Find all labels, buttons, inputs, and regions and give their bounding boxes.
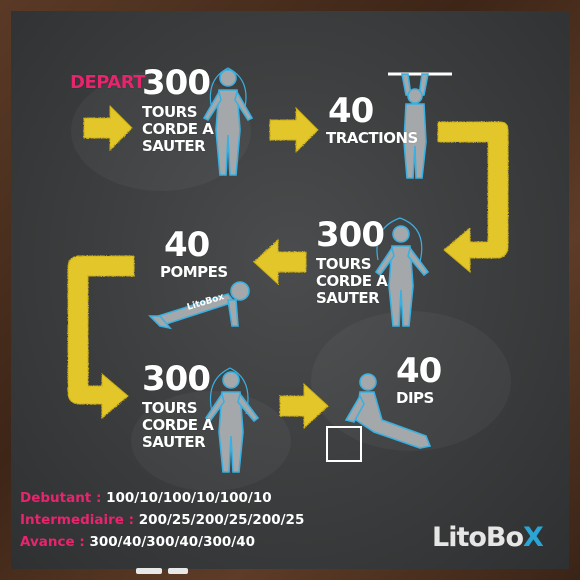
chalk-piece bbox=[168, 568, 188, 574]
chalk-piece bbox=[136, 568, 162, 574]
start-label: DEPART bbox=[70, 72, 146, 93]
arrow-right-icon bbox=[269, 106, 319, 154]
push-up-figure-icon bbox=[148, 281, 250, 330]
level-row: Debutant : 100/10/100/10/100/10 bbox=[20, 490, 272, 506]
step6-line1: DIPS bbox=[396, 389, 434, 407]
bracket-arrow-icon bbox=[67, 255, 135, 420]
step1-line2: CORDE A bbox=[142, 120, 214, 138]
step5-line1: TOURS bbox=[142, 399, 198, 417]
level-value: 300/40/300/40/300/40 bbox=[89, 534, 256, 550]
step4-count: 40 bbox=[164, 225, 210, 265]
arrow-left-icon bbox=[253, 238, 307, 286]
step5-line2: CORDE A bbox=[142, 416, 214, 434]
pull-up-figure-icon bbox=[388, 72, 452, 179]
step5-line3: SAUTER bbox=[142, 433, 206, 451]
arrow-right-icon bbox=[83, 104, 133, 152]
step2-line1: TRACTIONS bbox=[326, 129, 418, 147]
step1-line3: SAUTER bbox=[142, 137, 206, 155]
step1-count: 300 bbox=[142, 63, 211, 103]
arrow-right-icon bbox=[279, 382, 329, 430]
bracket-arrow-icon bbox=[437, 121, 509, 274]
level-row: Intermediaire : 200/25/200/25/200/25 bbox=[20, 512, 304, 528]
step3-count: 300 bbox=[316, 215, 385, 255]
step3-line1: TOURS bbox=[316, 255, 372, 273]
level-name: Avance : bbox=[20, 534, 85, 550]
jumping-rope-figure-icon bbox=[202, 67, 254, 176]
level-name: Intermediaire : bbox=[20, 512, 135, 528]
step2-count: 40 bbox=[328, 91, 374, 131]
logo-main: LitoBo bbox=[432, 522, 524, 553]
jumping-rope-figure-icon bbox=[204, 367, 260, 473]
litobox-logo: LitoBoX bbox=[432, 522, 544, 553]
step3-line2: CORDE A bbox=[316, 272, 388, 290]
level-value: 200/25/200/25/200/25 bbox=[138, 512, 305, 528]
level-value: 100/10/100/10/100/10 bbox=[106, 490, 272, 506]
level-name: Debutant : bbox=[20, 490, 102, 506]
logo-accent: X bbox=[523, 522, 544, 553]
dips-figure-icon bbox=[344, 373, 432, 449]
step5-count: 300 bbox=[142, 359, 211, 399]
step3-line3: SAUTER bbox=[316, 289, 380, 307]
chalkboard bbox=[11, 11, 569, 569]
step4-line1: POMPES bbox=[160, 263, 228, 281]
dip-box bbox=[326, 426, 362, 462]
step6-count: 40 bbox=[396, 351, 442, 391]
step1-line1: TOURS bbox=[142, 103, 198, 121]
level-row: Avance : 300/40/300/40/300/40 bbox=[20, 534, 255, 550]
jumping-rope-figure-icon bbox=[374, 217, 430, 327]
